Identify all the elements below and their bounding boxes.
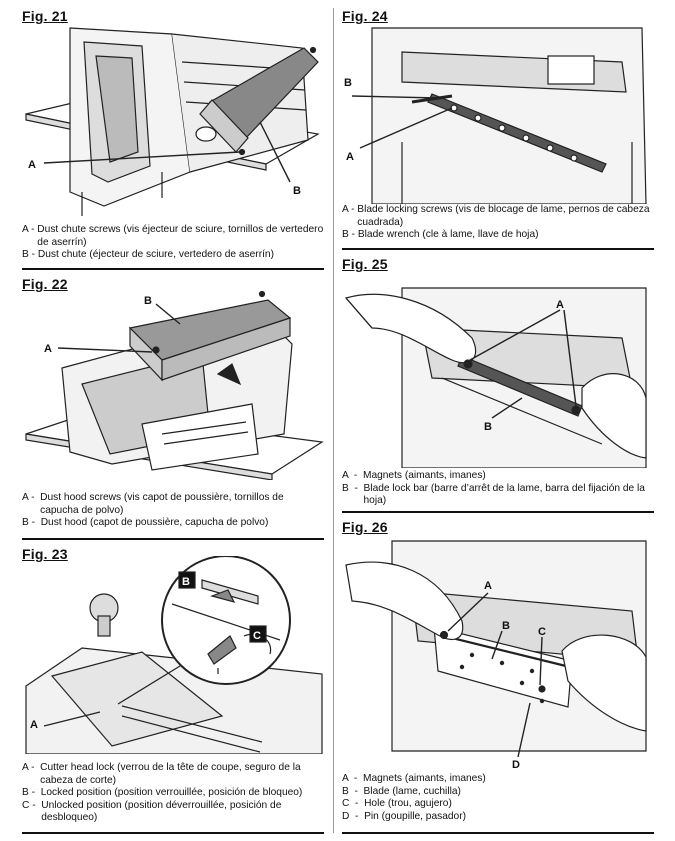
column-divider bbox=[333, 8, 334, 833]
caption-b: B - Dust chute (éjecteur de sciure, vert… bbox=[22, 249, 274, 261]
callout-a: A bbox=[28, 159, 36, 171]
blade-locking-screws-illustration: B A bbox=[342, 22, 654, 204]
caption-a: A - Dust chute screws (vis éjecteur de s… bbox=[22, 224, 324, 248]
callout-a: A bbox=[346, 151, 354, 163]
callout-b: B bbox=[144, 295, 152, 307]
caption-c: C - Hole (trou, agujero) bbox=[342, 798, 452, 810]
callout-b: B bbox=[502, 620, 510, 632]
caption-a: A - Dust hood screws (vis capot de pouss… bbox=[22, 492, 284, 516]
blade-installation-illustration: A B C D bbox=[342, 531, 654, 769]
cutter-head-lock-illustration: B C A bbox=[22, 556, 324, 754]
callout-b: B bbox=[344, 77, 352, 89]
caption-a: A - Cutter head lock (verrou de la tête … bbox=[22, 762, 301, 786]
blade-lock-bar-illustration: A B bbox=[342, 268, 654, 468]
figure-26-captions: A - Magnets (aimants, imanes) B - Blade … bbox=[342, 773, 654, 823]
figure-title: Fig. 22 bbox=[22, 276, 68, 292]
callout-a: A bbox=[44, 343, 52, 355]
callout-d: D bbox=[512, 759, 520, 769]
dust-hood-illustration: A B bbox=[22, 284, 324, 480]
figure-title: Fig. 24 bbox=[342, 8, 388, 24]
caption-a: A - Magnets (aimants, imanes) bbox=[342, 773, 486, 784]
caption-d: D - Pin (goupille, pasador) bbox=[342, 810, 467, 822]
section-rule bbox=[22, 832, 324, 834]
caption-c: C - Unlocked position (position déverrou… bbox=[22, 799, 282, 824]
caption-b: B - Dust hood (capot de poussière, capuc… bbox=[22, 517, 269, 529]
section-rule bbox=[22, 268, 324, 270]
figure-24: Fig. 24 B A A - B bbox=[342, 8, 654, 240]
dust-chute-illustration: A B bbox=[22, 22, 324, 218]
figure-21: Fig. 21 bbox=[22, 8, 324, 260]
figure-title: Fig. 25 bbox=[342, 256, 388, 272]
callout-a: A bbox=[30, 719, 38, 731]
callout-b: B bbox=[182, 576, 190, 588]
caption-a: A - Magnets (aimants, imanes) bbox=[342, 470, 486, 481]
figure-title: Fig. 21 bbox=[22, 8, 68, 24]
figure-title: Fig. 23 bbox=[22, 546, 68, 562]
callout-c: C bbox=[538, 626, 546, 638]
section-rule bbox=[342, 832, 654, 834]
callout-a: A bbox=[556, 299, 564, 311]
figure-26: Fig. 26 bbox=[342, 519, 654, 822]
caption-b: B - Blade wrench (cle à lame, llave de h… bbox=[342, 229, 539, 241]
caption-b: B - Blade lock bar (barre d’arrêt de la … bbox=[342, 482, 645, 507]
callout-c: C bbox=[253, 630, 261, 642]
figure-25: Fig. 25 A B A - Magne bbox=[342, 256, 654, 506]
caption-a: A - Blade locking screws (vis de blocage… bbox=[342, 204, 650, 228]
callout-b: B bbox=[293, 185, 301, 197]
callout-a: A bbox=[484, 580, 492, 592]
figure-21-captions: A - Dust chute screws (vis éjecteur de s… bbox=[22, 224, 324, 262]
figure-23: Fig. 23 B C bbox=[22, 546, 324, 823]
section-rule bbox=[22, 538, 324, 540]
figure-22: Fig. 22 A B bbox=[22, 276, 324, 528]
figure-22-captions: A - Dust hood screws (vis capot de pouss… bbox=[22, 492, 324, 530]
section-rule bbox=[342, 248, 654, 250]
caption-b: B - Blade (lame, cuchilla) bbox=[342, 785, 461, 797]
figure-25-captions: A - Magnets (aimants, imanes) B - Blade … bbox=[342, 470, 654, 508]
callout-b: B bbox=[484, 421, 492, 433]
figure-title: Fig. 26 bbox=[342, 519, 388, 535]
caption-b: B - Locked position (position verrouillé… bbox=[22, 787, 303, 799]
figure-23-captions: A - Cutter head lock (verrou de la tête … bbox=[22, 762, 324, 825]
section-rule bbox=[342, 511, 654, 513]
figure-24-captions: A - Blade locking screws (vis de blocage… bbox=[342, 204, 654, 242]
